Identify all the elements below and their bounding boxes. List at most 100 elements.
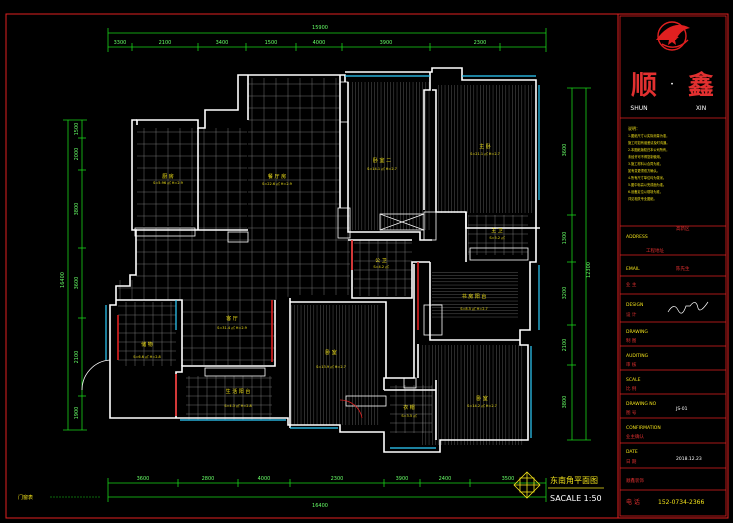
- note-line-8: 5.图中标高以完成面为准。: [628, 182, 666, 187]
- row-design-en: DESIGN: [626, 302, 643, 308]
- room-name-balcony: 生 活 阳 台: [226, 388, 251, 395]
- entry-door: [81, 359, 363, 419]
- dim-bottom-6: 2400: [439, 476, 452, 482]
- row-date-en: DATE: [626, 449, 638, 455]
- room-name-kitchen: 厨 房: [162, 173, 174, 180]
- room-name-master: 主 卧: [479, 143, 491, 150]
- room-area-store: S=6.6 ㎡ H=2.8: [133, 354, 161, 359]
- room-area-pbath: S=4.2 ㎡: [373, 264, 389, 269]
- brand-sub-right: XIN: [696, 105, 706, 112]
- dim-top-7: 2300: [474, 40, 487, 46]
- room-area-dining: S=22.6 ㎡ H=2.9: [262, 181, 292, 186]
- floor-hatches: [118, 78, 534, 445]
- row-scale-cn: 比 例: [626, 385, 637, 392]
- dim-right-4: 2100: [562, 339, 568, 352]
- row-address-en: ADDRESS: [626, 234, 648, 240]
- room-name-living: 客 厅: [226, 315, 238, 322]
- row-drawno-value: JS-01: [675, 406, 688, 412]
- row-drawno-en: DRAWING NO: [626, 401, 657, 407]
- row-drawing-cn: 制 图: [626, 337, 637, 344]
- dim-right-1: 3600: [562, 144, 568, 157]
- phone-label: 电 话: [626, 498, 640, 506]
- row-confirm-cn: 业主确认: [626, 433, 644, 440]
- drawing-title: 东南角平面图: [550, 475, 598, 485]
- dim-left-1: 1500: [74, 123, 80, 136]
- row-drawno-cn: 图 号: [626, 410, 637, 416]
- drawing-scale: SACALE 1:50: [550, 494, 602, 503]
- dimension-texts: 15900 16400 16400 12300 3300 2100 3400 1…: [60, 25, 592, 509]
- drawing-frame: [5, 13, 729, 519]
- room-name-bed4: 卧 室: [476, 395, 488, 402]
- dim-overall-right: 12300: [586, 262, 592, 278]
- row-design-cn: 设 计: [626, 311, 637, 318]
- room-name-store: 储 物: [141, 341, 153, 348]
- room-name-bed3: 卧 室: [325, 349, 337, 356]
- room-name-mbath: 主 卫: [491, 227, 503, 234]
- row-date-cn: 日 期: [626, 459, 637, 465]
- note-line-6: 如有变更须双方确认。: [628, 168, 660, 173]
- row-confirm-en: CONFIRMATION: [626, 425, 661, 431]
- dim-left-4: 3600: [74, 277, 80, 290]
- row-client-en: EMAIL: [626, 266, 640, 272]
- row-drawing-en: DRAWING: [626, 329, 648, 335]
- dim-top-1: 3300: [114, 40, 127, 46]
- dim-overall-top: 15900: [312, 25, 328, 31]
- note-line-7: 4.所有尺寸单位均为毫米。: [628, 175, 666, 180]
- dim-bottom-1: 3600: [137, 476, 150, 482]
- notes-heading: 说明：: [628, 125, 640, 131]
- dim-top-5: 4000: [313, 40, 326, 46]
- row-audit-cn: 审 核: [626, 361, 637, 368]
- row-address-value: 高新区: [676, 225, 690, 232]
- dim-top-6: 3900: [380, 40, 393, 46]
- row-scale-en: SCALE: [626, 377, 641, 383]
- room-name-study: 书 房 阳 台: [462, 293, 487, 300]
- note-line-2: 施工时如有误差请及时沟通。: [628, 140, 669, 145]
- drawing-note: 门窗表: [18, 494, 33, 501]
- room-area-kitchen: S=5.96 ㎡ H=2.9: [153, 180, 183, 185]
- dim-top-2: 2100: [159, 40, 172, 46]
- dim-overall-bottom: 16400: [312, 503, 328, 509]
- room-name-closet: 衣 帽: [403, 404, 415, 411]
- note-line-9: 6.设备定位以现场为准，: [628, 189, 663, 194]
- red-wall-marks: [117, 240, 419, 416]
- room-name-pbath: 公 卫: [375, 258, 387, 264]
- title-block: 顺 • 鑫 SHUN XIN 说明： 1.图纸尺寸以实际测量为准， 施工时如有误…: [619, 15, 727, 517]
- row-client-cn: 业 主: [626, 281, 637, 288]
- row-address-cn: 工程地址: [646, 247, 664, 254]
- dim-right-5: 3800: [562, 396, 568, 409]
- room-labels: 厨 房 S=5.96 ㎡ H=2.9 餐 厅 房 S=22.6 ㎡ H=2.9 …: [133, 143, 505, 418]
- room-area-closet: S=3.5 ㎡: [401, 413, 417, 418]
- company-logo-icon: [656, 21, 690, 51]
- room-area-bed2: S=14.1 ㎡ H=2.7: [367, 166, 397, 171]
- brand-dot: •: [670, 81, 674, 88]
- room-area-master: S=21.1 ㎡ H=2.7: [470, 151, 500, 156]
- dim-bottom-5: 3900: [396, 476, 409, 482]
- note-line-4: 未经许可不得复制使用。: [628, 154, 663, 159]
- brand-sub-left: SHUN: [630, 105, 647, 112]
- dim-bottom-4: 2300: [331, 476, 344, 482]
- brand-left: 顺: [631, 71, 657, 101]
- note-line-10: 详见相关专业图纸。: [628, 196, 657, 201]
- row-client-value: 陈先生: [676, 265, 690, 272]
- dim-bottom-7: 3500: [502, 476, 515, 482]
- windows: [105, 75, 540, 449]
- room-area-balcony: S=4.3 ㎡ H=2.8: [224, 403, 252, 408]
- dim-right-2: 1300: [562, 232, 568, 245]
- walls: [109, 67, 540, 453]
- note-line-3: 2.本图纸版权归本公司所有，: [628, 147, 669, 152]
- dim-left-5: 2100: [74, 351, 80, 364]
- dim-top-3: 3400: [216, 40, 229, 46]
- dim-bottom-2: 2800: [202, 476, 215, 482]
- room-area-study: S=8.5 ㎡ H=2.7: [460, 306, 488, 311]
- dimension-lines: [63, 28, 591, 502]
- room-area-living: S=31.4 ㎡ H=2.9: [217, 325, 247, 330]
- row-audit-en: AUDITING: [626, 353, 649, 359]
- dim-bottom-3: 4000: [258, 476, 271, 482]
- dim-right-3: 3200: [562, 287, 568, 300]
- room-area-mbath: S=5.2 ㎡: [489, 235, 505, 240]
- designer-signature: [667, 301, 709, 314]
- row-date-value: 2018.12.23: [676, 456, 702, 462]
- title-seal-icon: [513, 471, 541, 499]
- room-area-bed3: S=13.9 ㎡ H=2.7: [316, 364, 346, 369]
